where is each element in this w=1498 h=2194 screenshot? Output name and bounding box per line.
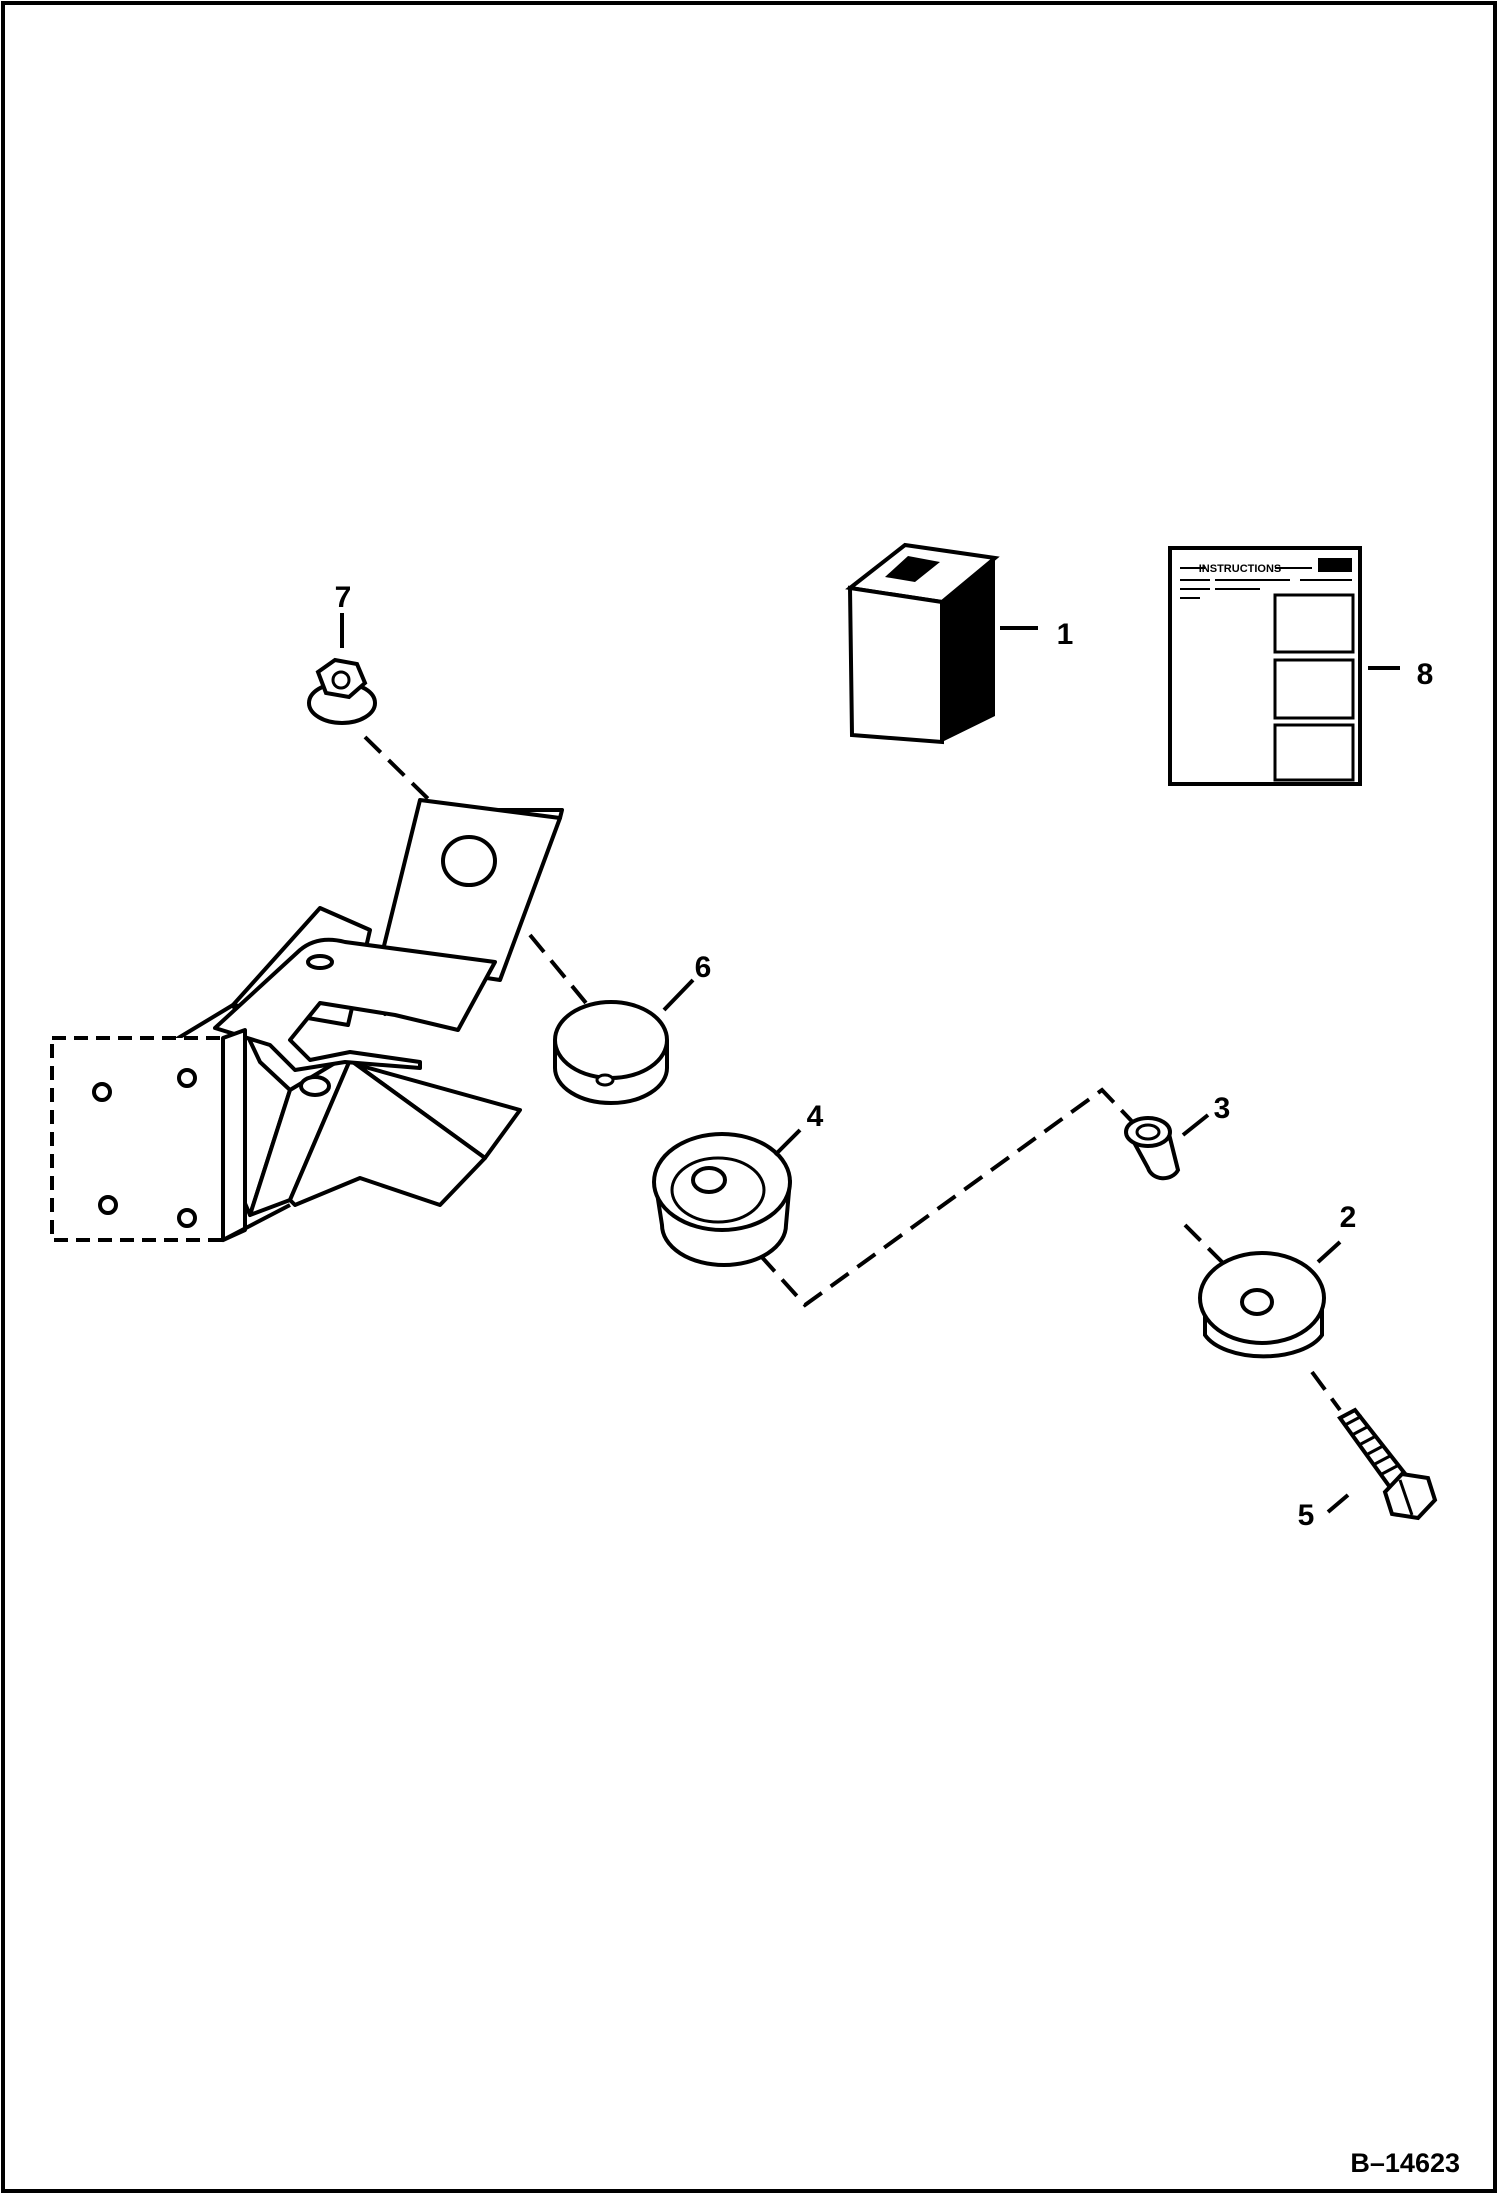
callout-1: 1	[1057, 618, 1074, 651]
bolt-part-5: 5	[1298, 1407, 1438, 1532]
drawing-number: B–14623	[1350, 2148, 1460, 2178]
mounting-bracket	[50, 798, 564, 1242]
spacer-part-3: 3	[1124, 1092, 1231, 1181]
washer-part-6: 6	[553, 951, 712, 1105]
callout-6: 6	[695, 951, 712, 984]
instruction-sheet-part-8: INSTRUCTIONS 8	[1168, 546, 1434, 786]
decal-pack-part-1: 1	[845, 542, 1074, 745]
callout-8: 8	[1417, 658, 1434, 691]
callout-2: 2	[1340, 1201, 1357, 1234]
instruction-heading: INSTRUCTIONS	[1199, 563, 1282, 575]
callout-3: 3	[1214, 1092, 1231, 1125]
callout-5: 5	[1298, 1499, 1315, 1532]
rubber-mount-part-4: 4	[652, 1100, 824, 1267]
washer-part-2: 2	[1198, 1201, 1357, 1359]
callout-7: 7	[335, 581, 352, 614]
callout-4: 4	[807, 1100, 824, 1133]
flange-nut-part-7: 7	[307, 581, 377, 725]
